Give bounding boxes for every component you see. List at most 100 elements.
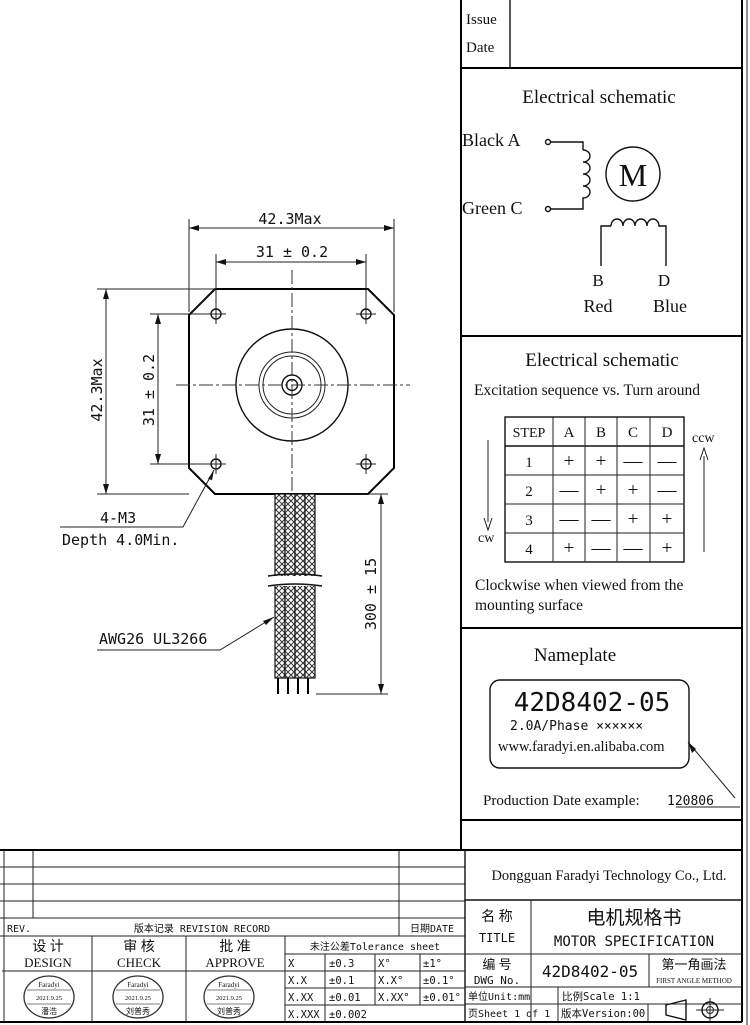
coil-ac-icon bbox=[551, 149, 591, 210]
dim-overall-width: 42.3Max bbox=[258, 210, 321, 228]
motor-front-view bbox=[176, 270, 410, 505]
dwg-en-label: DWG No. bbox=[474, 974, 520, 987]
title-block bbox=[0, 849, 742, 1023]
version-label: 版本Version:00 bbox=[561, 1007, 645, 1020]
stamp-name: Faradyi bbox=[38, 981, 59, 989]
tolerance-cell: X.XXX bbox=[288, 1009, 320, 1021]
revision-record-label: 版本记录 REVISION RECORD bbox=[134, 922, 270, 935]
production-label: Production Date example: bbox=[483, 793, 640, 809]
wire-d-label: D bbox=[658, 271, 670, 290]
tolerance-cell: X.X bbox=[288, 975, 308, 987]
excitation-cell: — bbox=[591, 509, 612, 530]
excitation-header: A bbox=[564, 425, 575, 441]
excitation-cell: — bbox=[623, 538, 644, 559]
excitation-step: 1 bbox=[525, 455, 533, 471]
excitation-cell: + bbox=[564, 451, 575, 472]
excitation-step: 3 bbox=[525, 513, 533, 529]
depth-callout: Depth 4.0Min. bbox=[62, 531, 179, 549]
excitation-cell: + bbox=[596, 451, 607, 472]
excitation-cell: + bbox=[628, 480, 639, 501]
spec-cn-title: 电机规格书 bbox=[586, 907, 681, 929]
check-cn: 审 核 bbox=[123, 939, 155, 955]
wire-callout: AWG26 UL3266 bbox=[99, 630, 207, 648]
excitation-cell: — bbox=[591, 538, 612, 559]
date-column-label: 日期DATE bbox=[410, 923, 454, 935]
coil-bd-icon bbox=[610, 218, 667, 266]
excitation-cell: — bbox=[559, 509, 580, 530]
excitation-header: C bbox=[628, 425, 638, 441]
ccw-arrow-icon bbox=[699, 446, 709, 461]
holes-callout: 4-M3 bbox=[100, 509, 136, 527]
excitation-cell: + bbox=[596, 480, 607, 501]
issue-label: Issue bbox=[466, 12, 497, 28]
lead-wire-bundle bbox=[267, 493, 323, 694]
mount-hole bbox=[356, 304, 376, 324]
dim-hole-spacing-height: 31 ± 0.2 bbox=[140, 354, 158, 426]
excitation-cell: — bbox=[623, 451, 644, 472]
stamp-signer: 刘普秀 bbox=[217, 1006, 241, 1016]
tolerance-title: 未注公差Tolerance sheet bbox=[310, 940, 440, 953]
excitation-note-2: mounting surface bbox=[475, 597, 583, 614]
excitation-cell: + bbox=[628, 509, 639, 530]
scale-label: 比例Scale 1:1 bbox=[562, 990, 640, 1003]
tolerance-cell: ±1° bbox=[423, 958, 442, 970]
sheet-label: 页Sheet 1 of 1 bbox=[468, 1008, 550, 1020]
tolerance-cell: ±0.1 bbox=[329, 975, 354, 987]
stamp-date: 2021.9.25 bbox=[36, 995, 62, 1002]
excitation-step: 4 bbox=[525, 542, 533, 558]
excitation-header: B bbox=[596, 425, 606, 441]
tolerance-cell: ±0.3 bbox=[329, 958, 354, 970]
company-name: Dongguan Faradyi Technology Co., Ltd. bbox=[491, 868, 726, 884]
nameplate-model: 42D8402-05 bbox=[514, 688, 671, 718]
excitation-cell: + bbox=[564, 538, 575, 559]
nameplate-title: Nameplate bbox=[534, 645, 616, 666]
excitation-cell: + bbox=[662, 509, 673, 530]
excitation-subtitle: Excitation sequence vs. Turn around bbox=[474, 382, 700, 399]
stamp-date: 2021.9.25 bbox=[216, 995, 242, 1002]
wire-d-color: Blue bbox=[653, 296, 687, 316]
wire-c-label: Green C bbox=[462, 198, 522, 218]
tolerance-cell: ±0.01 bbox=[329, 992, 361, 1004]
tolerance-cell: X° bbox=[378, 958, 391, 970]
excitation-cell: — bbox=[657, 480, 678, 501]
check-en: CHECK bbox=[117, 955, 162, 970]
tolerance-cell: X bbox=[288, 958, 295, 970]
excitation-table bbox=[504, 416, 685, 563]
dwg-number: 42D8402-05 bbox=[542, 962, 638, 981]
production-value: 120806 bbox=[667, 794, 714, 809]
schematic-title: Electrical schematic bbox=[522, 87, 676, 108]
stamp-name: Faradyi bbox=[127, 981, 148, 989]
wire-leader-arrow-icon bbox=[263, 617, 274, 625]
nameplate-rating: 2.0A/Phase ×××××× bbox=[510, 719, 643, 734]
nameplate-box bbox=[489, 679, 690, 769]
excitation-title: Electrical schematic bbox=[525, 350, 679, 371]
dim-overall-height: 42.3Max bbox=[88, 358, 106, 421]
approve-en: APPROVE bbox=[205, 955, 264, 970]
dim-hole-spacing-width: 31 ± 0.2 bbox=[256, 243, 328, 261]
nameplate-leader-arrow-icon bbox=[688, 742, 696, 753]
tolerance-cell: ±0.002 bbox=[329, 1009, 367, 1021]
method-cn: 第一角画法 bbox=[661, 957, 726, 972]
rev-label: REV. bbox=[7, 924, 31, 935]
date-label: Date bbox=[466, 40, 495, 56]
hole-leader-arrow-icon bbox=[208, 470, 214, 480]
cw-arrow-icon bbox=[483, 517, 493, 532]
wire-b-color: Red bbox=[584, 296, 613, 316]
tolerance-cell: X.XX bbox=[288, 992, 314, 1004]
dim-lead-length: 300 ± 15 bbox=[362, 558, 380, 630]
cw-label: cw bbox=[478, 531, 495, 546]
mount-hole bbox=[356, 454, 376, 474]
stamp-signer: 刘普秀 bbox=[126, 1006, 150, 1016]
mount-hole bbox=[206, 454, 226, 474]
motor-symbol-icon bbox=[605, 146, 661, 202]
design-en: DESIGN bbox=[24, 955, 72, 970]
tolerance-cell: ±0.1° bbox=[423, 975, 455, 987]
wire-a-label: Black A bbox=[462, 130, 521, 150]
motor-symbol-letter: M bbox=[619, 157, 647, 193]
excitation-note-1: Clockwise when viewed from the bbox=[475, 577, 683, 594]
tolerance-cell: ±0.01° bbox=[423, 992, 461, 1004]
method-en: FIRST ANGLE METHOD bbox=[656, 977, 732, 985]
